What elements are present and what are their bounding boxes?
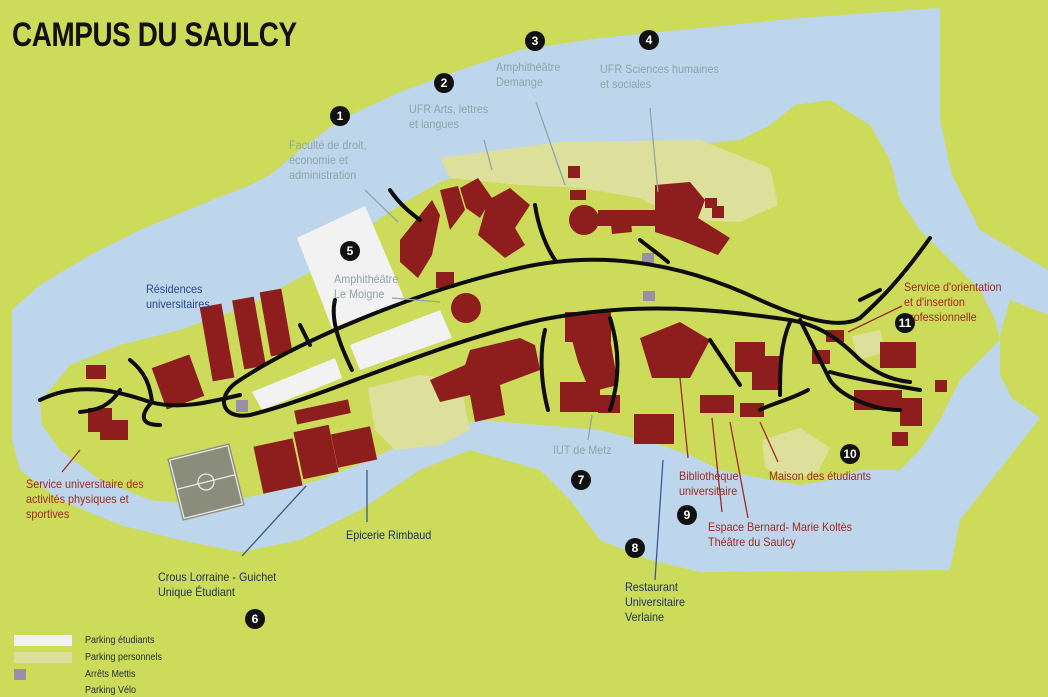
legend-parking-etudiants: Parking étudiants xyxy=(14,633,162,647)
legend-label: Parking étudiants xyxy=(85,634,155,646)
leader-lines-blue xyxy=(241,459,664,581)
legend-swatch xyxy=(14,634,72,646)
label-amphi-demange: Amphithéâtre Demange xyxy=(496,60,561,89)
label-ufr-sciences: UFR Sciences humaines et sociales xyxy=(600,62,719,91)
label-bibliotheque: Bibliothèque universitaire xyxy=(679,469,739,498)
marker-1: 1 xyxy=(330,106,350,126)
map-title: CAMPUS DU SAULCY xyxy=(12,16,297,54)
marker-5: 5 xyxy=(340,241,360,261)
marker-10: 10 xyxy=(840,444,860,464)
leader-lines-red xyxy=(61,305,903,519)
marker-2: 2 xyxy=(434,73,454,93)
marker-11: 11 xyxy=(895,313,915,333)
legend-swatch xyxy=(14,668,72,680)
label-crous: Crous Lorraine - Guichet Unique Étudiant xyxy=(158,570,277,599)
legend-swatch xyxy=(14,651,72,663)
legend-label: Arrêts Mettis xyxy=(85,668,136,680)
marker-6: 6 xyxy=(245,609,265,629)
marker-4: 4 xyxy=(639,30,659,50)
label-epicerie: Epicerie Rimbaud xyxy=(346,528,432,542)
parkings-etudiants xyxy=(252,206,452,410)
label-espace-koltes: Espace Bernard- Marie Koltès Théâtre du … xyxy=(708,520,853,549)
marker-7: 7 xyxy=(571,470,591,490)
label-restaurant: Restaurant Universitaire Verlaine xyxy=(625,580,686,624)
legend-parking-velo: Parking Vélo xyxy=(14,683,142,697)
leader-lines-grey xyxy=(364,101,659,441)
legend-swatch xyxy=(14,685,72,696)
label-ufr-arts: UFR Arts, lettres et langues xyxy=(409,102,489,131)
roads xyxy=(38,188,932,427)
marker-8: 8 xyxy=(625,538,645,558)
marker-9: 9 xyxy=(677,505,697,525)
label-maison-etudiants: Maison des étudiants xyxy=(769,469,872,483)
label-iut: IUT de Metz xyxy=(553,443,612,457)
label-amphi-moigne: Amphithéâtre Le Moigne xyxy=(334,272,399,301)
legend-arrets-mettis: Arrêts Mettis xyxy=(14,667,141,681)
label-service-sport: Service universitaire des activités phys… xyxy=(26,477,144,521)
football-field xyxy=(167,443,245,521)
legend-label: Parking Vélo xyxy=(85,684,137,696)
marker-3: 3 xyxy=(525,31,545,51)
buildings xyxy=(86,166,947,494)
legend-label: Parking personnels xyxy=(85,651,163,663)
label-faculte-droit: Faculté de droit, économie et administra… xyxy=(289,138,367,182)
mettis-stops xyxy=(236,253,655,412)
label-service-orientation: Service d'orientation et d'insertion pro… xyxy=(904,280,1002,324)
label-residences: Résidences universitaires xyxy=(146,282,210,311)
legend-parking-personnels: Parking personnels xyxy=(14,650,171,664)
